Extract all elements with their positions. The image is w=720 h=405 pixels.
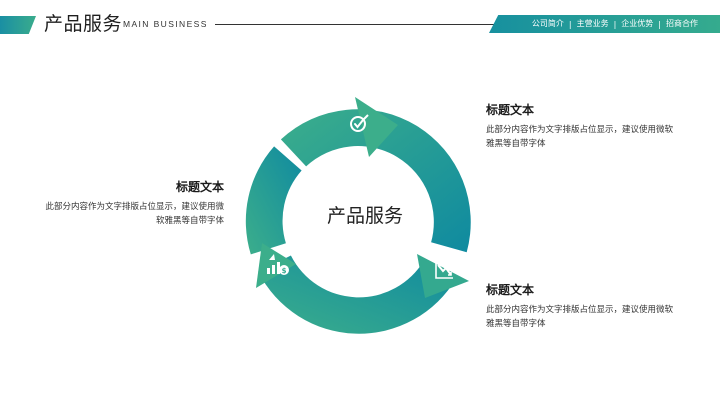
block-body: 此部分内容作为文字排版占位显示，建议使用微软雅黑等自带字体 [486,305,674,329]
svg-text:$: $ [282,267,287,275]
target-check-icon [350,114,369,132]
header-accent [0,16,36,34]
block-title: 标题文本 [486,283,535,297]
chart-growth-dollar-icon: $ [267,254,289,275]
arrow-head-right [417,254,469,298]
nav-item-cooperation[interactable]: 招商合作 [666,19,698,28]
text-block-bottom-right: 标题文本 此部分内容作为文字排版占位显示，建议使用微软雅黑等自带字体 [486,282,676,331]
cycle-center-label: 产品服务 [326,205,403,227]
arrow-head-left [256,243,296,288]
text-block-top-right: 标题文本 此部分内容作为文字排版占位显示，建议使用微软雅黑等自带字体 [486,102,676,151]
page-title: 产品服务 [44,13,123,35]
block-title: 标题文本 [486,103,535,117]
ring-segment-top [280,109,471,253]
nav-separator: | [658,19,661,29]
nav-item-main-business[interactable]: 主营业务 [576,19,609,28]
nav-item-company-intro[interactable]: 公司简介 [531,19,564,28]
block-body: 此部分内容作为文字排版占位显示，建议使用微软雅黑等自带字体 [45,202,224,226]
nav-separator: | [613,19,617,29]
arrow-head-top [355,97,398,157]
ring-segment-bottom [258,255,457,334]
header-divider [215,24,500,25]
ring-segment-left [245,146,302,255]
chart-down-icon [435,262,453,279]
nav-item-advantages[interactable]: 企业优势 [621,19,654,28]
block-body: 此部分内容作为文字排版占位显示，建议使用微软雅黑等自带字体 [486,125,674,149]
nav-separator: | [568,19,572,29]
block-title: 标题文本 [175,180,224,194]
text-block-left: 标题文本 此部分内容作为文字排版占位显示，建议使用微软雅黑等自带字体 [38,179,224,228]
page-subtitle: MAIN BUSINESS [123,19,208,29]
top-nav: 公司简介 | 主营业务 | 企业优势 | 招商合作 [489,15,720,33]
